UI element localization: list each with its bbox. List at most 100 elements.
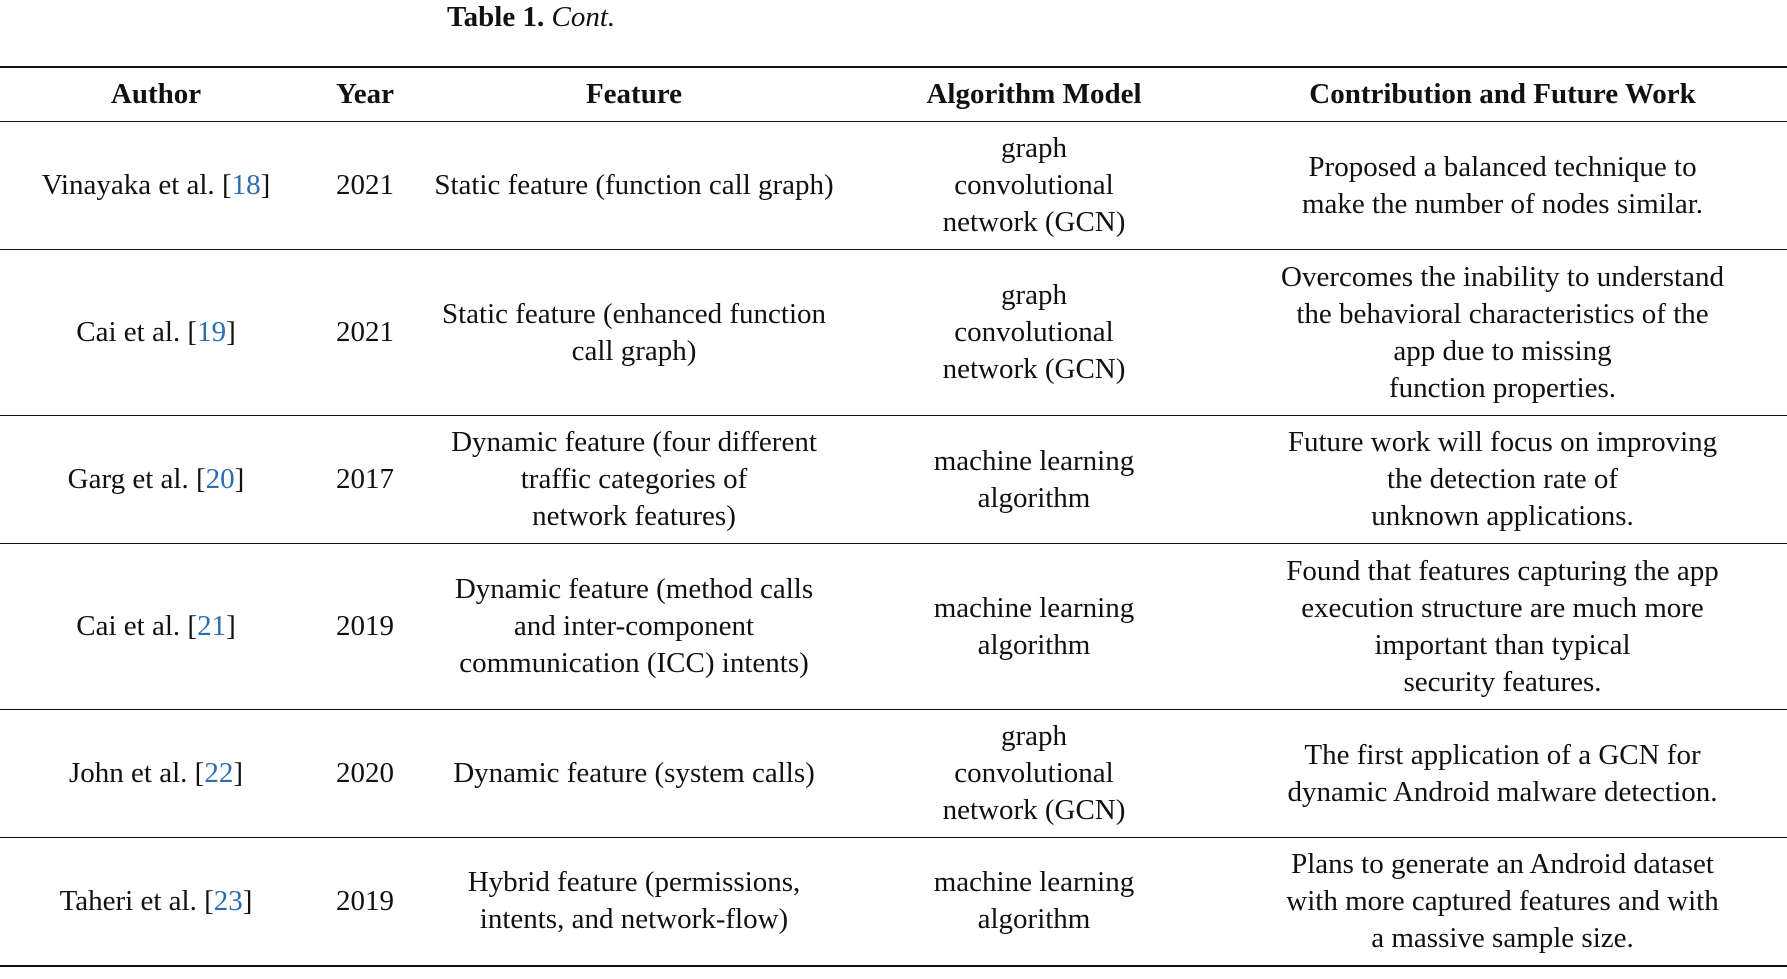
cell-line: security features.: [1403, 665, 1602, 698]
cell-year: 2019: [312, 543, 418, 710]
header-contribution: Contribution and Future Work: [1218, 66, 1787, 122]
cell-line: the detection rate of: [1386, 463, 1619, 495]
cell-contribution: Future work will focus on improving the d…: [1218, 415, 1787, 544]
cell-line: graph: [1000, 720, 1068, 752]
author-name: Cai et al.: [76, 316, 188, 348]
author-name: Vinayaka et al.: [41, 169, 222, 201]
cell-line: convolutional: [954, 316, 1114, 348]
cell-line: and inter-component: [513, 610, 755, 642]
header-year: Year: [312, 66, 418, 122]
reference-link[interactable]: 22: [204, 757, 234, 789]
cell-line: Dynamic feature (system calls): [453, 757, 815, 789]
header-feature: Feature: [418, 66, 850, 122]
cell-algorithm-model: machine learning algorithm: [850, 415, 1218, 544]
author-name: Taheri et al.: [59, 884, 205, 917]
ref-bracket-open: [: [194, 757, 205, 789]
cell-line: network features): [532, 500, 736, 532]
cell-feature: Static feature (function call graph): [418, 121, 850, 250]
cell-year: 2021: [312, 249, 418, 416]
cell-line: the behavioral characteristics of the: [1296, 297, 1709, 330]
ref-bracket-open: [: [204, 884, 214, 917]
cell-algorithm-model: machine learning algorithm: [850, 543, 1218, 710]
author-name: Garg et al.: [67, 463, 196, 495]
table-caption: Table 1. Cont.: [447, 0, 615, 34]
ref-bracket-open: [: [187, 610, 198, 642]
cell-contribution: The first application of a GCN for dynami…: [1218, 709, 1787, 838]
author-name: John et al.: [69, 757, 195, 789]
cell-feature: Dynamic feature (method calls and inter-c…: [418, 543, 850, 710]
caption-text: Cont.: [551, 1, 616, 33]
cell-year: 2021: [312, 121, 418, 250]
cell-line: algorithm: [977, 481, 1091, 514]
cell-line: The first application of a GCN for: [1304, 738, 1701, 771]
cell-line: a massive sample size.: [1371, 921, 1634, 954]
cell-year: 2020: [312, 709, 418, 838]
ref-bracket-close: ]: [242, 884, 253, 917]
cell-line: machine learning: [933, 866, 1135, 899]
cell-author: Garg et al. [20]: [0, 415, 312, 544]
cell-line: communication (ICC) intents): [459, 647, 809, 679]
cell-line: graph: [1000, 132, 1068, 164]
ref-bracket-close: ]: [260, 169, 271, 201]
cell-line: convolutional: [954, 169, 1114, 201]
cell-algorithm-model: graph convolutional network (GCN): [850, 121, 1218, 250]
cell-line: Dynamic feature (four different: [451, 426, 817, 458]
cell-line: Overcomes the inability to understand: [1281, 260, 1724, 293]
ref-bracket-open: [: [195, 463, 206, 495]
cell-line: machine learning: [933, 591, 1135, 624]
cell-feature: Hybrid feature (permissions,intents, and…: [418, 837, 850, 967]
ref-bracket-open: [: [221, 169, 232, 201]
table-header-row: Author Year Feature Algorithm Model Cont…: [0, 66, 1787, 122]
cell-author: Cai et al. [19]: [0, 249, 312, 416]
author-name: Cai et al.: [76, 610, 188, 642]
cell-line: Hybrid feature (permissions,: [467, 866, 801, 899]
cell-line: Dynamic feature (method calls: [454, 573, 814, 605]
cell-line: Plans to generate an Android dataset: [1291, 847, 1714, 880]
cell-author: Taheri et al. [23]: [0, 837, 312, 967]
cell-line: convolutional: [954, 757, 1114, 789]
cell-line: execution structure are much more: [1301, 591, 1704, 624]
cell-contribution: Plans to generate an Android dataset with…: [1218, 837, 1787, 967]
ref-bracket-close: ]: [226, 316, 236, 348]
cell-feature: Dynamic feature (system calls): [418, 709, 850, 838]
reference-link[interactable]: 19: [197, 316, 227, 348]
cell-line: dynamic Android malware detection.: [1287, 775, 1718, 808]
cell-year: 2019: [312, 837, 418, 967]
cell-contribution: Proposed a balanced technique to make the…: [1218, 121, 1787, 250]
cell-contribution: Overcomes the inability to understand the…: [1218, 249, 1787, 416]
cell-line: machine learning: [933, 444, 1135, 477]
cell-author: Vinayaka et al. [18]: [0, 121, 312, 250]
reference-link[interactable]: 18: [231, 169, 261, 201]
cell-line: app due to missing: [1393, 334, 1612, 367]
ref-bracket-close: ]: [226, 610, 236, 642]
reference-link[interactable]: 23: [213, 884, 243, 917]
cell-line: unknown applications.: [1371, 500, 1634, 532]
comparison-table: Author Year Feature Algorithm Model Cont…: [0, 66, 1787, 967]
cell-line: make the number of nodes similar.: [1301, 187, 1704, 220]
reference-link[interactable]: 21: [197, 610, 227, 642]
cell-line: algorithm: [977, 628, 1091, 661]
cell-line: function properties.: [1388, 371, 1617, 404]
ref-bracket-close: ]: [234, 463, 245, 495]
cell-line: Proposed a balanced technique to: [1308, 150, 1697, 183]
reference-link[interactable]: 20: [205, 463, 235, 495]
cell-line: with more captured features and with: [1286, 884, 1719, 917]
header-author: Author: [0, 66, 312, 122]
cell-line: Future work will focus on improving: [1287, 426, 1718, 458]
cell-line: algorithm: [977, 903, 1091, 936]
cell-line: network (GCN): [942, 206, 1126, 238]
cell-line: Static feature (enhanced function: [441, 297, 827, 330]
cell-line: important than typical: [1374, 628, 1631, 661]
cell-algorithm-model: machine learning algorithm: [850, 837, 1218, 967]
